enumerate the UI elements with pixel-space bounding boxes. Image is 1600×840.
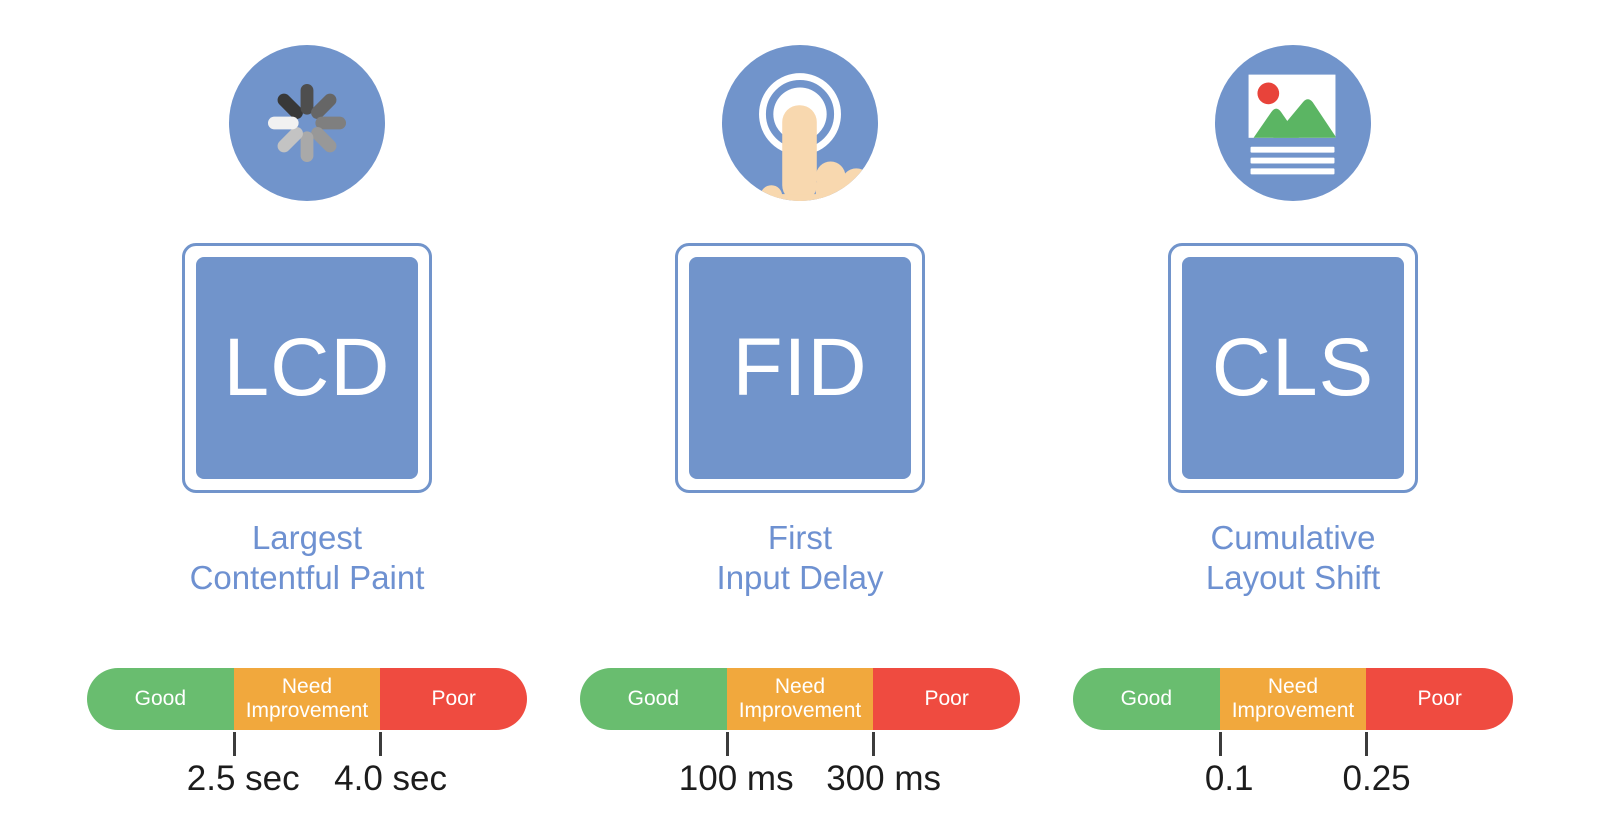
threshold-values: 0.1 0.25 — [1073, 757, 1513, 803]
scale-good-segment: Good — [580, 668, 727, 730]
metric-name-line1: Largest — [251, 519, 363, 556]
threshold-values: 100 ms 300 ms — [580, 757, 1020, 803]
tap-touch-icon — [721, 44, 879, 202]
scale-bar: Good Need Improvement Poor — [87, 668, 527, 730]
threshold-tick-low — [1218, 732, 1222, 756]
threshold-value-high: 4.0 sec — [334, 759, 448, 798]
threshold-scale: Good Need Improvement Poor — [580, 668, 1020, 803]
scale-poor-segment: Poor — [873, 668, 1020, 730]
metric-name: Largest Contentful Paint — [190, 518, 425, 598]
metric-name-line2: Input Delay — [716, 559, 884, 596]
scale-good-segment: Good — [87, 668, 234, 730]
scale-need-improvement-segment: Need Improvement — [233, 668, 381, 730]
metric-abbr: CLS — [1211, 322, 1375, 413]
threshold-value-low: 2.5 sec — [186, 759, 300, 798]
metric-column-fid: FID First Input Delay Good Need Improvem… — [580, 44, 1020, 803]
metric-abbr-square: FID — [689, 257, 911, 479]
metric-abbr: FID — [732, 322, 868, 413]
scale-need-improvement-segment: Need Improvement — [726, 668, 874, 730]
metric-name: Cumulative Layout Shift — [1206, 518, 1380, 598]
threshold-tick-low — [725, 732, 729, 756]
threshold-ticks — [87, 730, 527, 757]
threshold-scale: Good Need Improvement Poor — [1073, 668, 1513, 803]
threshold-tick-high — [379, 732, 383, 756]
loading-spinner-icon — [228, 44, 386, 202]
image-document-icon — [1214, 44, 1372, 202]
metric-column-lcp: LCD Largest Contentful Paint Good Need I… — [87, 44, 527, 803]
threshold-value-low: 0.1 — [1204, 759, 1254, 798]
threshold-tick-low — [232, 732, 236, 756]
threshold-scale: Good Need Improvement Poor — [87, 668, 527, 803]
metric-name-line2: Layout Shift — [1205, 559, 1381, 596]
metric-name-line2: Contentful Paint — [189, 559, 425, 596]
metric-abbr-square: CLS — [1182, 257, 1404, 479]
threshold-values: 2.5 sec 4.0 sec — [87, 757, 527, 803]
scale-good-label: Good — [134, 687, 187, 710]
scale-need-improvement-label: Need Improvement — [738, 675, 862, 722]
scale-need-improvement-label: Need Improvement — [1231, 675, 1355, 722]
threshold-ticks — [1073, 730, 1513, 757]
metric-abbr-square: LCD — [196, 257, 418, 479]
metric-name-line1: Cumulative — [1210, 519, 1376, 556]
metric-column-cls: CLS Cumulative Layout Shift Good Need Im… — [1073, 44, 1513, 803]
scale-need-improvement-label: Need Improvement — [245, 675, 369, 722]
scale-bar: Good Need Improvement Poor — [1073, 668, 1513, 730]
metric-name: First Input Delay — [717, 518, 884, 598]
scale-poor-label: Poor — [924, 687, 969, 710]
threshold-value-low: 100 ms — [678, 759, 794, 798]
metric-abbr-card: CLS — [1168, 243, 1418, 493]
threshold-value-high: 0.25 — [1342, 759, 1411, 798]
metric-columns: LCD Largest Contentful Paint Good Need I… — [87, 44, 1513, 803]
threshold-value-high: 300 ms — [826, 759, 941, 798]
scale-bar: Good Need Improvement Poor — [580, 668, 1020, 730]
scale-poor-segment: Poor — [1366, 668, 1513, 730]
scale-poor-label: Poor — [1417, 687, 1462, 710]
scale-good-label: Good — [1120, 687, 1173, 710]
threshold-tick-high — [872, 732, 876, 756]
metric-abbr-card: LCD — [182, 243, 432, 493]
metric-abbr: LCD — [223, 322, 391, 413]
scale-poor-segment: Poor — [380, 668, 527, 730]
scale-need-improvement-segment: Need Improvement — [1219, 668, 1367, 730]
scale-good-label: Good — [627, 687, 680, 710]
threshold-ticks — [580, 730, 1020, 757]
threshold-tick-high — [1365, 732, 1369, 756]
metric-abbr-card: FID — [675, 243, 925, 493]
scale-poor-label: Poor — [431, 687, 476, 710]
scale-good-segment: Good — [1073, 668, 1220, 730]
metric-name-line1: First — [767, 519, 833, 556]
